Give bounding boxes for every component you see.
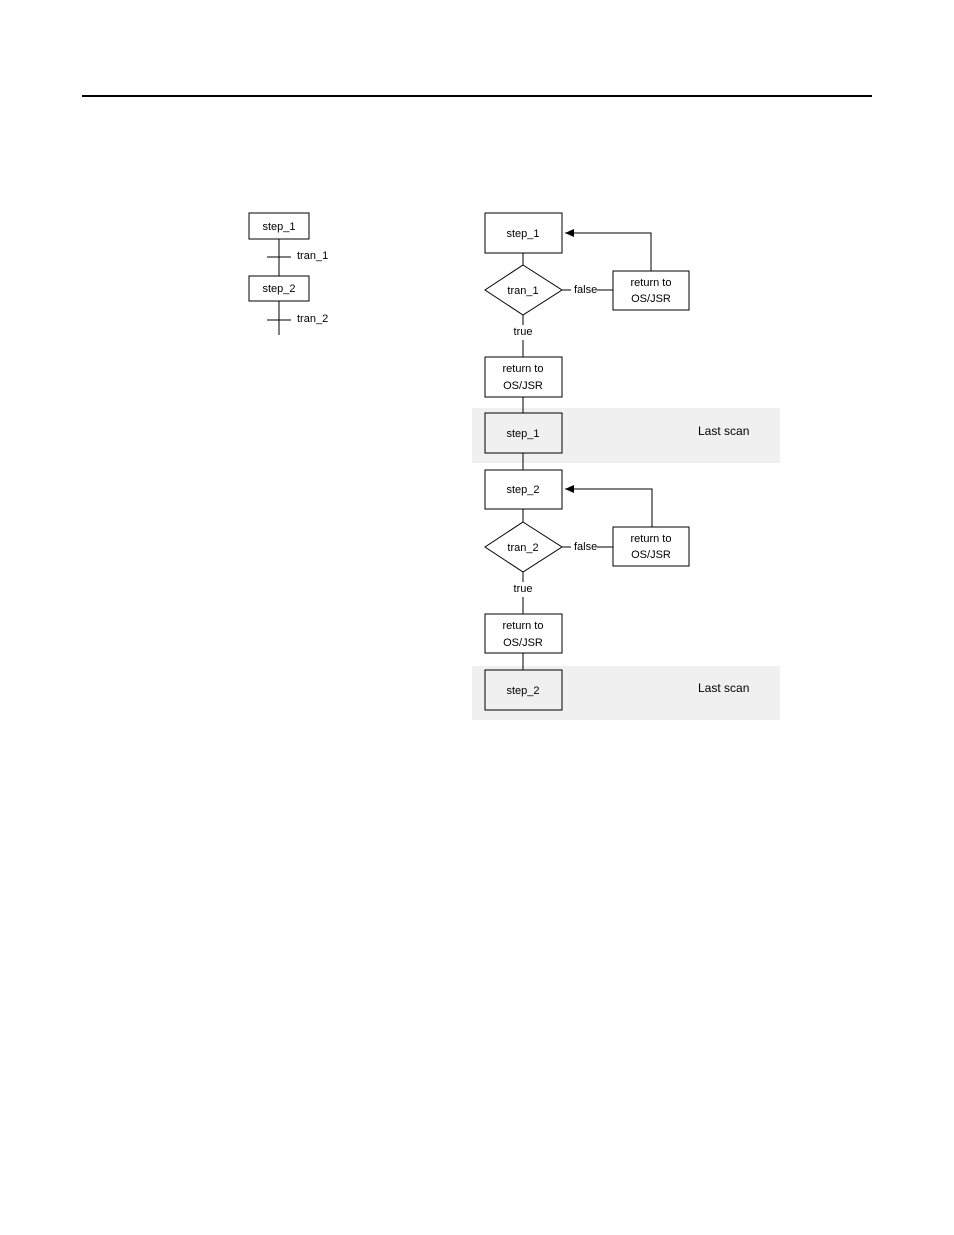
flow-false-label-2: false — [574, 541, 597, 553]
flow-return-4-line1: return to — [503, 620, 544, 632]
flow-return-1-line2: OS/JSR — [631, 293, 671, 305]
flow-true-label-2: true — [514, 583, 533, 595]
flow-last-step-1-label: step_1 — [506, 428, 539, 440]
sfc-step-2-label: step_2 — [262, 283, 295, 295]
flow-loop-arrow-1 — [565, 233, 651, 271]
flow-step-2-label: step_2 — [506, 484, 539, 496]
flow-return-4-line2: OS/JSR — [503, 637, 543, 649]
flow-last-step-2-label: step_2 — [506, 685, 539, 697]
flow-true-label-1: true — [514, 326, 533, 338]
sfc-step-1-label: step_1 — [262, 221, 295, 233]
flow-step-1-label: step_1 — [506, 228, 539, 240]
flow-return-3-line2: OS/JSR — [631, 549, 671, 561]
flow-return-2-line2: OS/JSR — [503, 380, 543, 392]
sfc-transition-1-label: tran_1 — [297, 250, 328, 262]
execution-flowchart: step_1 tran_1 false return to OS/JSR tru… — [472, 213, 780, 720]
flow-tran-1-label: tran_1 — [507, 285, 538, 297]
flow-return-3-line1: return to — [631, 533, 672, 545]
sfc-diagram: step_1 tran_1 step_2 tran_2 — [249, 213, 328, 335]
last-scan-label-2: Last scan — [698, 681, 749, 695]
flow-false-label-1: false — [574, 284, 597, 296]
flow-return-1-line1: return to — [631, 277, 672, 289]
sfc-transition-2-label: tran_2 — [297, 313, 328, 325]
flow-return-2-line1: return to — [503, 363, 544, 375]
flow-loop-arrow-2 — [565, 489, 652, 527]
flow-tran-2-label: tran_2 — [507, 542, 538, 554]
last-scan-label-1: Last scan — [698, 424, 749, 438]
